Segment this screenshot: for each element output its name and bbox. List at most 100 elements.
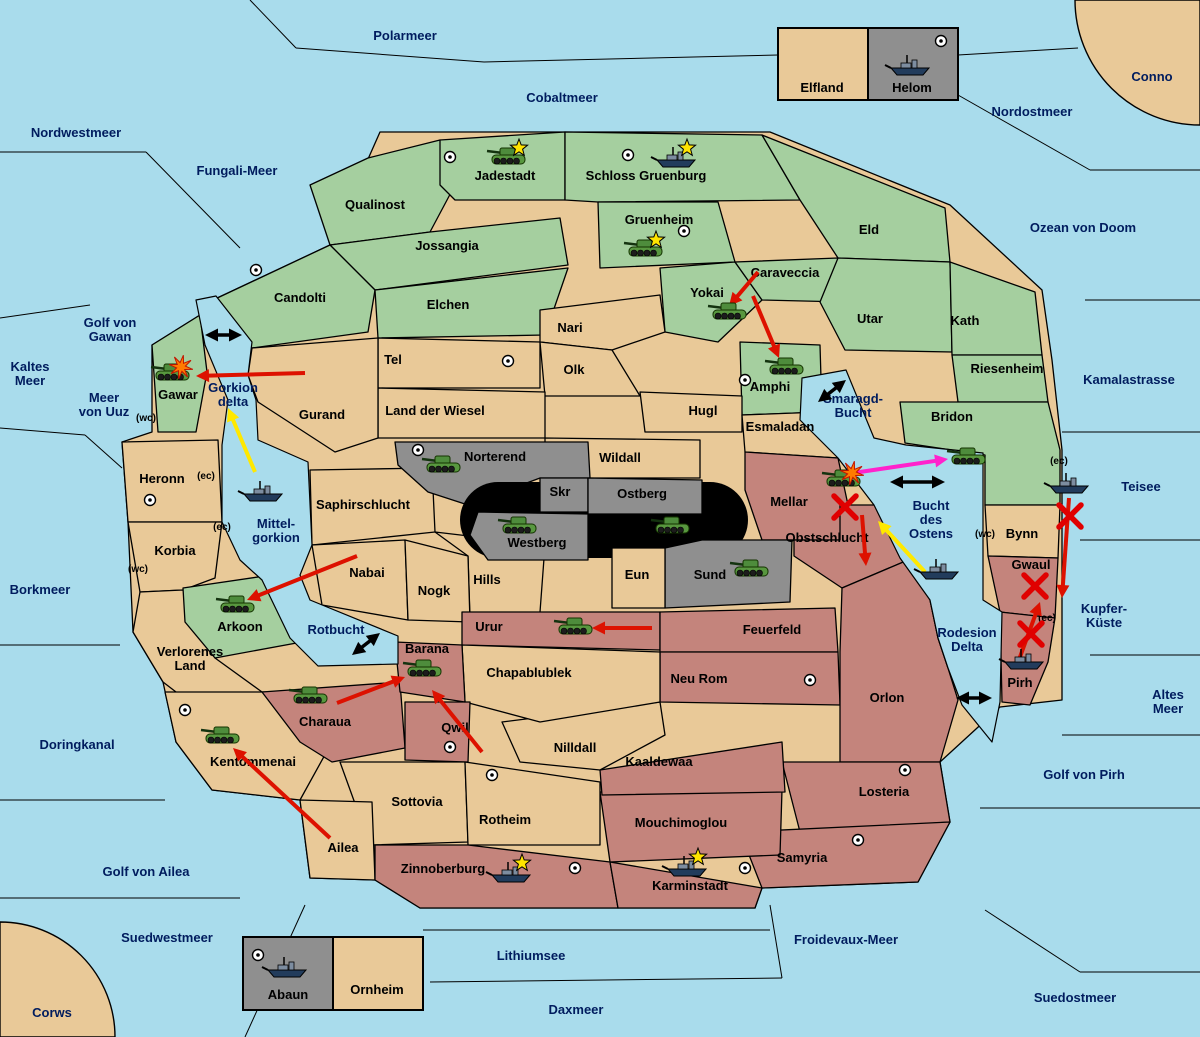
region-label-heronn: Heronn	[139, 471, 185, 486]
city-marker-dot	[573, 866, 577, 870]
corner-region-corws[interactable]	[0, 921, 116, 1037]
region-tel[interactable]	[377, 337, 541, 389]
tank-unit[interactable]	[215, 595, 255, 613]
region-nari[interactable]	[539, 294, 666, 351]
region-jadestadt[interactable]	[439, 131, 566, 201]
sea-label-smaragd-bucht: Smaragd-Bucht	[823, 391, 883, 420]
ship-unit[interactable]	[261, 957, 308, 978]
tank-unit[interactable]	[200, 726, 240, 744]
sea-label-daxmeer: Daxmeer	[549, 1002, 604, 1017]
sea-label-doringkanal: Doringkanal	[39, 737, 114, 752]
region-rotheim[interactable]	[464, 761, 601, 846]
tank-unit[interactable]	[764, 357, 804, 375]
ship-unit[interactable]	[884, 55, 931, 76]
box-label-elfland: Elfland	[800, 80, 843, 95]
ship-unit[interactable]	[998, 649, 1045, 670]
tank-unit[interactable]	[421, 455, 461, 473]
tank-unit[interactable]	[497, 516, 537, 534]
city-marker-dot	[448, 745, 452, 749]
region-sund[interactable]	[664, 539, 793, 609]
city-marker-dot	[856, 838, 860, 842]
corner-region-conno[interactable]	[1074, 0, 1200, 126]
region-label-hills: Hills	[473, 572, 500, 587]
region-kaaldewaa[interactable]	[599, 741, 786, 796]
info-box-cell-ornheim[interactable]	[332, 936, 424, 1011]
region-label-eld: Eld	[859, 222, 879, 237]
defeat-x-mark	[1056, 502, 1084, 530]
region-label-jadestadt: Jadestadt	[475, 168, 536, 183]
red-movement-arrow	[860, 514, 868, 559]
region-label-saphirschlucht: Saphirschlucht	[316, 497, 411, 512]
region-label-esmaladan: Esmaladan	[746, 419, 815, 434]
yellow-movement-arrow	[229, 414, 257, 473]
region-korbia[interactable]	[127, 521, 223, 593]
sea-label-nordostmeer: Nordostmeer	[992, 104, 1073, 119]
region-label-karminstadt: Karminstadt	[652, 878, 729, 893]
city-marker-dot	[939, 39, 943, 43]
region-label-orlon: Orlon	[870, 690, 905, 705]
sea-border-line	[957, 47, 1079, 56]
region-label-rotheim: Rotheim	[479, 812, 531, 827]
tank-unit[interactable]	[946, 447, 986, 465]
ship-unit[interactable]	[485, 862, 532, 883]
region-label-hugl: Hugl	[689, 403, 718, 418]
ship-unit[interactable]	[1043, 473, 1090, 494]
ship-unit[interactable]	[650, 147, 697, 168]
ship-unit[interactable]	[913, 559, 960, 580]
sea-border-line	[295, 47, 485, 63]
defeat-x-mark	[831, 493, 859, 521]
region-hugl[interactable]	[639, 391, 743, 433]
region-eun[interactable]	[611, 547, 666, 609]
region-label-kentommenai: Kentommenai	[210, 754, 296, 769]
arrowhead	[956, 691, 969, 705]
region-label-wildall: Wildall	[599, 450, 641, 465]
city-marker-dot	[626, 153, 630, 157]
region-label-tel: Tel	[384, 352, 402, 367]
region-label-bynn: Bynn	[1006, 526, 1039, 541]
star-badge-icon	[677, 137, 697, 157]
sea-label-suedwestmeer: Suedwestmeer	[121, 930, 213, 945]
ship-unit[interactable]	[661, 856, 708, 877]
region-utar[interactable]	[819, 257, 953, 353]
region-westberg[interactable]	[469, 511, 589, 561]
region-label-schloss-gruenburg: Schloss Gruenburg	[586, 168, 707, 183]
tank-unit[interactable]	[729, 559, 769, 577]
ship-unit[interactable]	[237, 481, 284, 502]
region-label-samyria: Samyria	[777, 850, 828, 865]
region-ostberg[interactable]	[587, 477, 703, 515]
region-label-pirh: Pirh	[1007, 675, 1032, 690]
tank-unit[interactable]	[486, 147, 526, 165]
sea-label-golf-von-ailea: Golf von Ailea	[103, 864, 191, 879]
port-tag: (ec)	[1050, 456, 1068, 467]
arrowhead	[233, 748, 247, 762]
arrowhead	[227, 408, 240, 423]
arrowhead	[729, 291, 743, 306]
arrowhead	[196, 369, 210, 383]
region-karminstadt[interactable]	[609, 861, 763, 909]
region-samyria[interactable]	[739, 821, 951, 889]
arrowhead	[934, 454, 948, 468]
city-marker-dot	[903, 768, 907, 772]
tank-unit[interactable]	[288, 686, 328, 704]
tank-unit[interactable]	[650, 516, 690, 534]
defeat-x-mark	[1017, 620, 1045, 648]
sea-border-line	[984, 909, 1081, 973]
tank-unit[interactable]	[707, 302, 747, 320]
tank-unit[interactable]	[402, 659, 442, 677]
arrowhead	[1056, 584, 1070, 598]
tank-unit[interactable]	[623, 239, 663, 257]
city-marker-dot	[808, 678, 812, 682]
sea-label-kupfer-k-ste: Kupfer-Küste	[1081, 601, 1127, 630]
arrowhead	[205, 328, 218, 342]
tank-unit[interactable]	[553, 617, 593, 635]
arrowhead	[352, 641, 367, 655]
sea-label-cobaltmeer: Cobaltmeer	[526, 90, 598, 105]
region-label-korbia: Korbia	[154, 543, 196, 558]
city-marker-dot	[743, 866, 747, 870]
